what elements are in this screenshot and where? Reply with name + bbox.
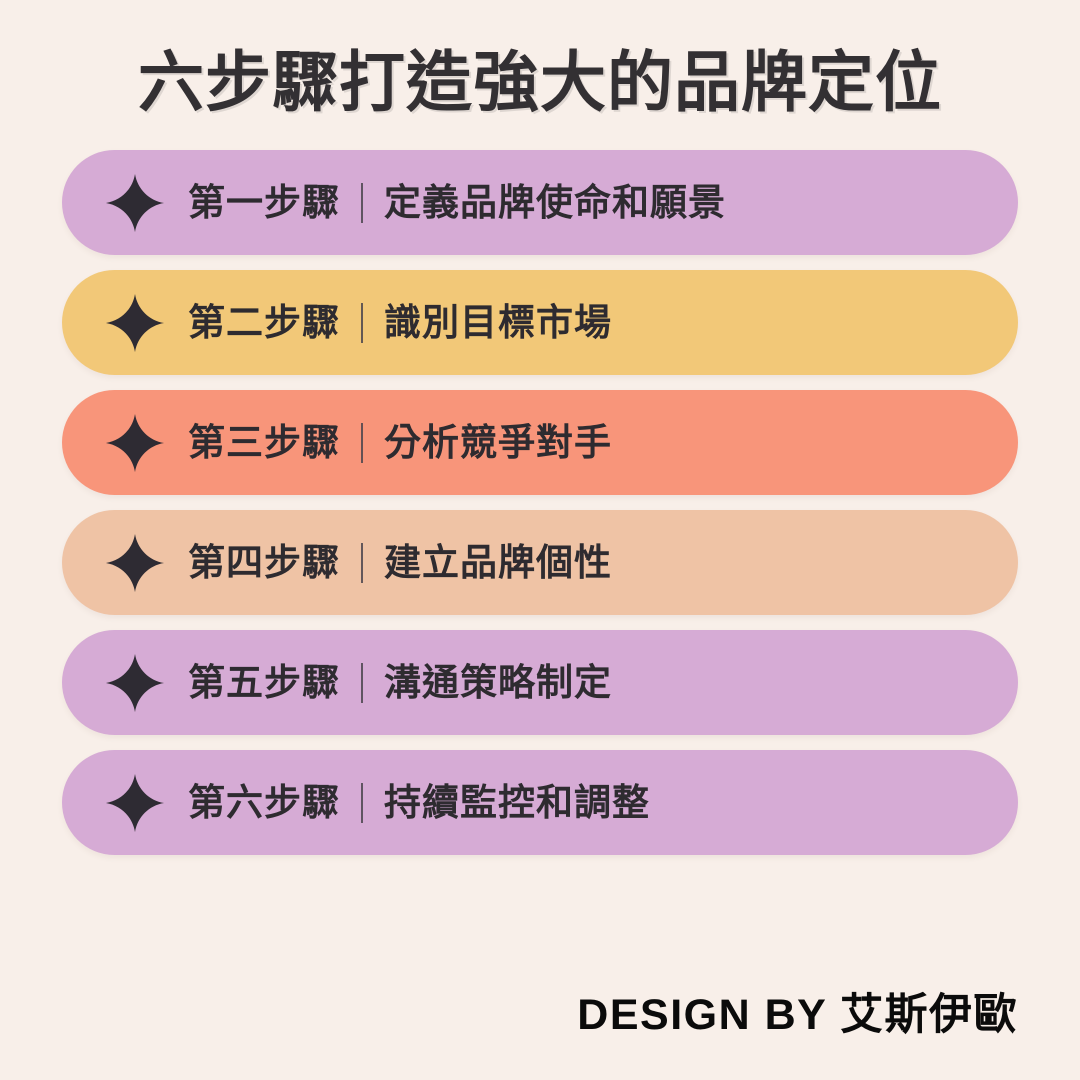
step-description: 溝通策略制定: [384, 662, 612, 703]
step-description: 建立品牌個性: [384, 542, 612, 583]
step-row[interactable]: 第三步驟 分析競爭對手: [62, 390, 1018, 495]
step-row[interactable]: 第一步驟 定義品牌使命和願景: [62, 150, 1018, 255]
step-text: 第三步驟 分析競爭對手: [188, 422, 612, 463]
step-divider: [361, 782, 363, 823]
title-container: 六步驟打造強大的品牌定位: [0, 0, 1080, 150]
sparkle-icon: [104, 652, 166, 714]
footer: DESIGN BY 艾斯伊歐: [0, 960, 1080, 1080]
step-divider: [361, 302, 363, 343]
step-label: 第六步驟: [188, 782, 340, 823]
sparkle-icon: [104, 532, 166, 594]
page-title: 六步驟打造強大的品牌定位: [138, 45, 942, 119]
step-text: 第二步驟 識別目標市場: [188, 302, 612, 343]
sparkle-icon: [104, 412, 166, 474]
sparkle-icon: [104, 772, 166, 834]
step-description: 定義品牌使命和願景: [384, 182, 726, 223]
step-row[interactable]: 第六步驟 持續監控和調整: [62, 750, 1018, 855]
step-divider: [361, 662, 363, 703]
step-divider: [361, 182, 363, 223]
sparkle-icon: [104, 172, 166, 234]
step-text: 第五步驟 溝通策略制定: [188, 662, 612, 703]
step-row[interactable]: 第四步驟 建立品牌個性: [62, 510, 1018, 615]
step-row[interactable]: 第五步驟 溝通策略制定: [62, 630, 1018, 735]
step-label: 第三步驟: [188, 422, 340, 463]
step-text: 第四步驟 建立品牌個性: [188, 542, 612, 583]
step-text: 第一步驟 定義品牌使命和願景: [188, 182, 726, 223]
sparkle-icon: [104, 292, 166, 354]
step-description: 分析競爭對手: [384, 422, 612, 463]
design-credit: DESIGN BY 艾斯伊歐: [577, 991, 1018, 1039]
step-row[interactable]: 第二步驟 識別目標市場: [62, 270, 1018, 375]
step-divider: [361, 422, 363, 463]
step-label: 第一步驟: [188, 182, 340, 223]
step-text: 第六步驟 持續監控和調整: [188, 782, 650, 823]
step-divider: [361, 542, 363, 583]
step-description: 識別目標市場: [384, 302, 612, 343]
step-label: 第四步驟: [188, 542, 340, 583]
step-description: 持續監控和調整: [384, 782, 650, 823]
step-label: 第五步驟: [188, 662, 340, 703]
steps-list: 第一步驟 定義品牌使命和願景第二步驟 識別目標市場第三步驟 分析競爭對手第四步驟 建立品…: [0, 150, 1080, 960]
step-label: 第二步驟: [188, 302, 340, 343]
